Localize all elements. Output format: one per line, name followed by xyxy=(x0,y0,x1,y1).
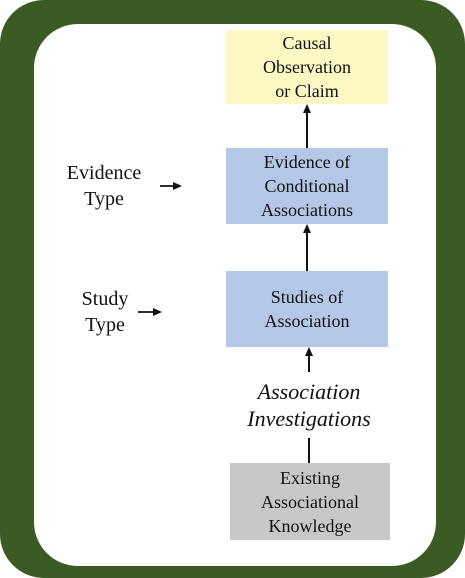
association-investigations-label: Association Investigations xyxy=(247,379,371,431)
existing-knowledge-box: Existing Associational Knowledge xyxy=(230,463,390,540)
study-type-label: Study Type xyxy=(81,288,129,336)
studies-of-association-box: Studies of Association xyxy=(226,271,388,347)
causal-claim-box: Causal Observation or Claim xyxy=(226,30,388,104)
conditional-associations-box: Evidence of Conditional Associations xyxy=(226,148,388,224)
evidence-type-label: Evidence Type xyxy=(66,162,142,210)
